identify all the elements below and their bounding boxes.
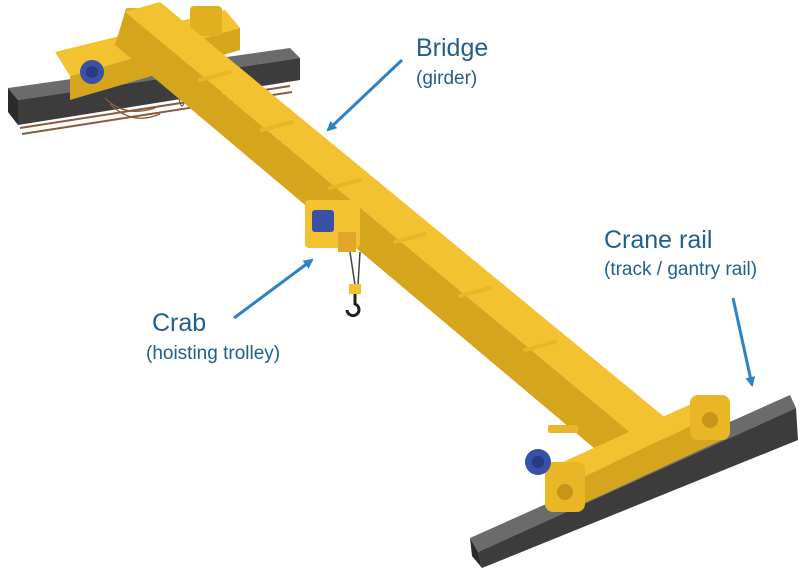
bridge-pointer-arrow <box>326 58 404 132</box>
bridge-label-subtitle: (girder) <box>416 68 478 89</box>
near-end-truck <box>525 395 730 512</box>
bridge-girder <box>115 2 668 470</box>
bridge-label-title: Bridge <box>416 34 489 62</box>
crab-label-title: Crab <box>152 309 207 337</box>
crab-label-subtitle: (hoisting trolley) <box>146 343 281 364</box>
crab-trolley <box>305 200 361 318</box>
crane-rail-label-subtitle: (track / gantry rail) <box>604 259 758 280</box>
rail-pointer-arrow <box>731 297 756 387</box>
crane-rail-label-title: Crane rail <box>604 226 713 254</box>
crab-pointer-arrow <box>233 258 314 320</box>
